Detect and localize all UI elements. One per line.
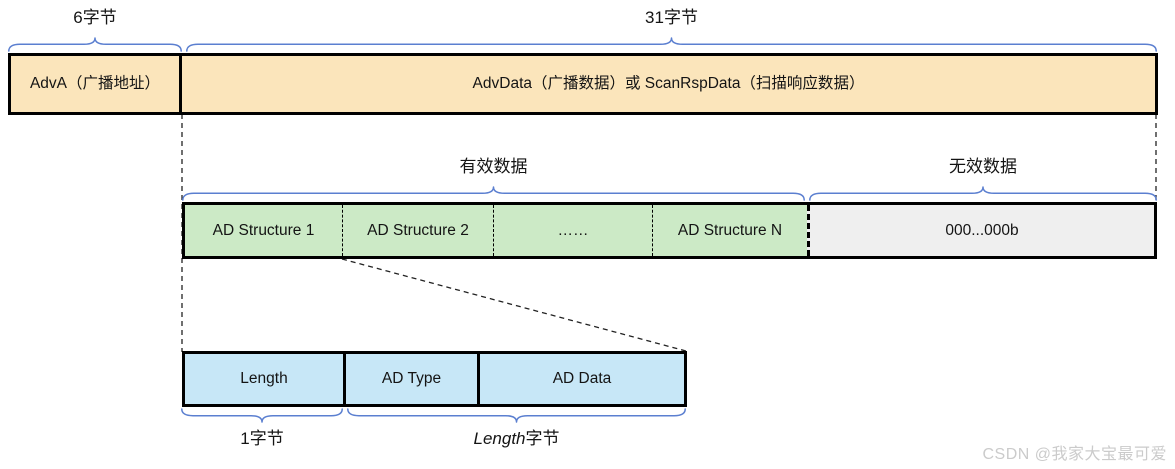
label-valid-data: 有效数据: [459, 157, 528, 176]
brace-length-bytes: [347, 408, 686, 423]
ad-structures-row: AD Structure 1 AD Structure 2 …… AD Stru…: [182, 202, 1157, 259]
padding-zeros-cell: 000...000b: [807, 205, 1154, 256]
ad-structure-2-cell: AD Structure 2: [342, 205, 493, 256]
ad-structure-n-cell: AD Structure N: [652, 205, 807, 256]
brace-1-byte: [181, 408, 343, 423]
brace-valid-data: [182, 186, 805, 201]
advdata-cell: AdvData（广播数据）或 ScanRspData（扫描响应数据）: [182, 56, 1155, 112]
label-invalid-data: 无效数据: [949, 157, 1017, 176]
label-length-bytes: Length字节: [347, 428, 686, 449]
label-length-bytes-suffix: 字节: [525, 429, 560, 448]
length-cell: Length: [185, 354, 343, 404]
brace-31-bytes: [186, 37, 1157, 52]
ad-data-cell: AD Data: [477, 354, 684, 404]
label-length-bytes-italic-part: Length: [473, 429, 526, 448]
label-6-bytes: 6字节: [73, 8, 117, 27]
ad-structure-detail-row: Length AD Type AD Data: [182, 351, 687, 407]
diagonal-dashed-line: [341, 258, 687, 352]
label-31-bytes: 31字节: [645, 8, 698, 27]
watermark: CSDN @我家大宝最可爱: [982, 446, 1167, 463]
ad-structure-ellipsis-cell: ……: [493, 205, 652, 256]
ad-structure-1-cell: AD Structure 1: [185, 205, 342, 256]
adva-cell: AdvA（广播地址）: [11, 56, 182, 112]
brace-invalid-data: [809, 186, 1157, 201]
brace-6-bytes: [8, 37, 182, 52]
label-1-byte: 1字节: [240, 429, 284, 448]
adv-packet-row: AdvA（广播地址） AdvData（广播数据）或 ScanRspData（扫描…: [8, 53, 1158, 115]
ad-type-cell: AD Type: [343, 354, 477, 404]
